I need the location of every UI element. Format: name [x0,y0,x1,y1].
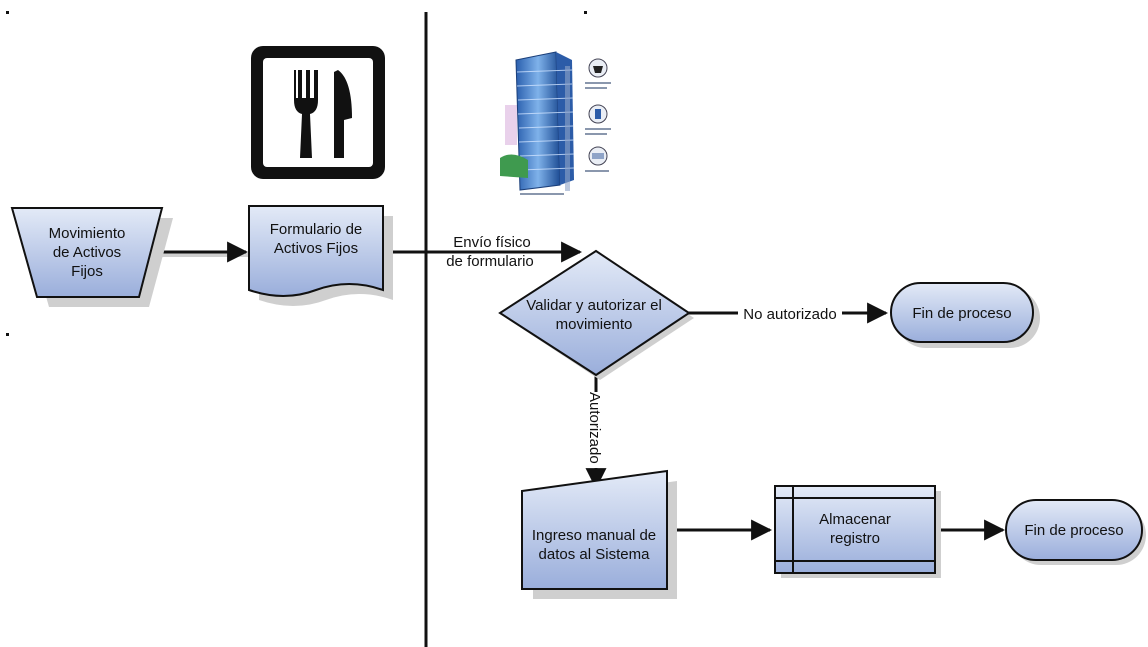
node-manual-operation[interactable]: Movimiento de Activos Fijos [10,207,173,307]
node-decision-line1: Validar y autorizar el [526,297,662,314]
corner-mark [6,333,9,336]
node-manual-operation-line3: Fijos [71,263,103,280]
node-decision-line2: movimiento [556,316,633,333]
building-distribution-icon [500,51,611,195]
edge-label-autorizado: Autorizado [586,392,603,464]
corner-mark [584,11,587,14]
node-document-line1: Formulario de [270,221,363,238]
node-end-bottom[interactable]: Fin de proceso [1005,499,1146,565]
edge-label-no-autorizado: No autorizado [743,306,836,323]
edge-label-envio-line1: Envío físico [453,234,531,251]
node-end-bottom-label: Fin de proceso [1024,522,1123,539]
node-process-line1: Almacenar [819,511,891,528]
node-document[interactable]: Formulario de Activos Fijos [248,205,393,306]
node-end-top[interactable]: Fin de proceso [890,282,1040,348]
fork-knife-icon [251,46,385,179]
node-end-top-label: Fin de proceso [912,305,1011,322]
node-manual-operation-line1: Movimiento [49,225,126,242]
edge-manual-to-document [154,241,249,263]
node-manual-input-line2: datos al Sistema [539,546,651,563]
edge-label-envio-line2: de formulario [446,253,534,270]
node-decision[interactable]: Validar y autorizar el movimiento [498,249,694,380]
node-document-line2: Activos Fijos [274,240,358,257]
node-process-line2: registro [830,530,880,547]
node-manual-input-line1: Ingreso manual de [532,527,656,544]
node-manual-operation-line2: de Activos [53,244,121,261]
node-process[interactable]: Almacenar registro [774,485,941,578]
corner-mark [6,11,9,14]
node-manual-input[interactable]: Ingreso manual de datos al Sistema [521,469,677,599]
